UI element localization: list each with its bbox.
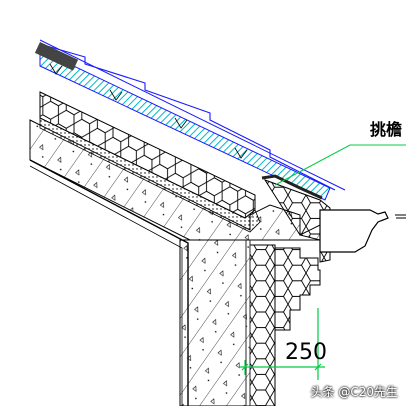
watermark: 头条 @C20先生: [310, 385, 398, 399]
roof-screed: [39, 117, 261, 233]
wall-insulation: [249, 244, 321, 406]
wall-edges: [245, 240, 251, 406]
annotation-label: 挑檐: [370, 120, 403, 139]
eave-cornice: [261, 174, 406, 263]
dimension-value: 250: [285, 340, 327, 365]
wall-concrete: [29, 159, 251, 406]
dimension-line: [240, 308, 325, 380]
roof-tiles: [34, 39, 346, 201]
leader-line: [274, 144, 406, 186]
